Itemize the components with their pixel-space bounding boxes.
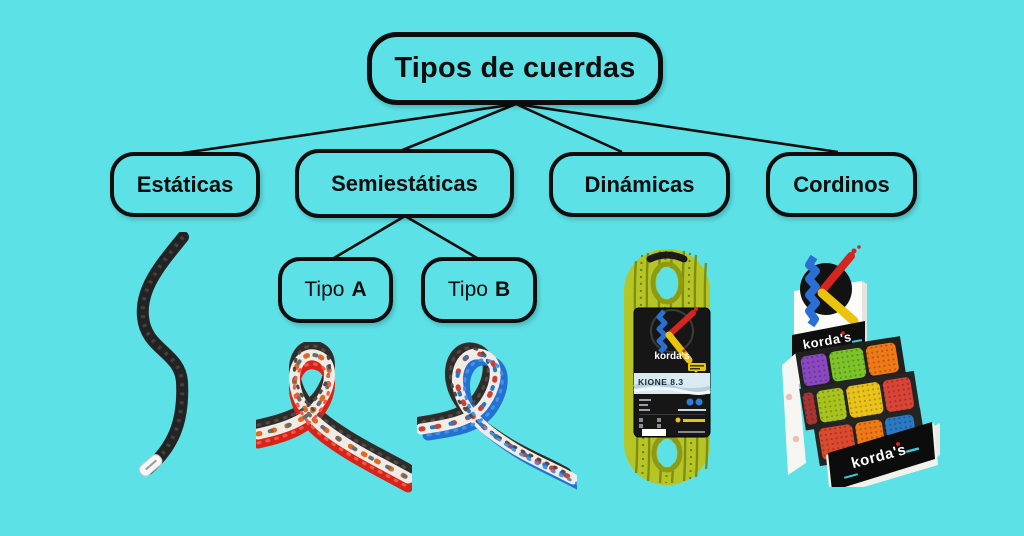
tipo-b-rope-graphic xyxy=(417,341,577,493)
tipo-b-rope-image xyxy=(417,341,577,498)
static-rope-image xyxy=(118,231,258,499)
logo-blue-scribble xyxy=(656,309,668,354)
category-label: Semiestáticas xyxy=(331,170,478,196)
subtype-prefix: Tipo xyxy=(447,278,488,301)
label-yellow-badge xyxy=(688,363,706,371)
rope-model-text: KIONE 8.3 xyxy=(638,377,684,387)
cardboard-tab-dot-2 xyxy=(792,435,800,443)
category-node-semiestaticas: Semiestáticas xyxy=(295,149,514,218)
logo-yellow-stroke xyxy=(665,331,693,364)
category-node-estaticas: Estáticas xyxy=(110,152,260,217)
logo-yellow-stroke xyxy=(817,288,859,326)
root-node-label: Tipos de cuerdas xyxy=(394,52,636,84)
static-rope-graphic xyxy=(136,231,189,477)
subtype-prefix: Tipo xyxy=(304,278,345,301)
label-icon-dot xyxy=(686,398,694,406)
line-semi-tipo-a xyxy=(333,214,406,260)
display-front-banner: korda's xyxy=(826,422,938,497)
static-rope-braid-texture xyxy=(140,235,185,471)
label-white-box xyxy=(642,429,666,436)
line-root-estaticas xyxy=(175,102,517,156)
rope-label: korda's KIONE 8.3 xyxy=(633,307,711,438)
logo-blue-scribble xyxy=(805,254,820,328)
brand-apostrophe-dot xyxy=(682,349,686,353)
line-semi-tipo-b xyxy=(404,214,478,260)
logo-red-splash xyxy=(694,307,698,311)
badge-mark xyxy=(690,365,704,367)
subtype-letter: B xyxy=(494,278,511,301)
hank-hanger-strap xyxy=(646,251,688,263)
label-yellow-text-line xyxy=(683,419,705,422)
dynamic-rope-pack-graphic: korda's KIONE 8.3 xyxy=(624,249,711,485)
connector-line-group xyxy=(175,102,839,260)
category-node-cordinos: Cordinos xyxy=(766,152,917,217)
label-icon-dot-2 xyxy=(695,398,703,406)
subtype-letter: A xyxy=(351,278,367,301)
front-banner-accent xyxy=(905,447,920,454)
badge-mark-2 xyxy=(690,368,700,370)
tipo-a-rope-graphic xyxy=(256,342,412,494)
hank-top-ring xyxy=(650,261,684,305)
logo-circle xyxy=(650,309,694,353)
subtype-node-tipo-b: Tipo B xyxy=(421,257,537,323)
front-banner-accent-2 xyxy=(843,473,859,479)
logo-red-splash-2 xyxy=(857,245,861,249)
band-wave xyxy=(633,382,711,393)
logo-red-splash xyxy=(851,248,857,254)
category-label: Estáticas xyxy=(136,171,234,197)
tipo-a-rope-image xyxy=(256,342,412,499)
dynamic-rope-pack-image: korda's KIONE 8.3 xyxy=(612,243,722,496)
label-yellow-icon xyxy=(675,417,681,423)
korda-logo xyxy=(800,245,864,335)
spool-row-middle xyxy=(799,370,921,431)
category-label: Cordinos xyxy=(793,171,890,197)
line-root-semiestaticas xyxy=(399,102,517,153)
cordino-display-graphic: korda's xyxy=(782,245,940,497)
line-root-cordinos xyxy=(515,102,839,154)
band-wave-2 xyxy=(633,387,711,395)
label-spec-grid xyxy=(639,418,661,428)
category-label: Dinámicas xyxy=(584,171,695,197)
category-node-dinamicas: Dinámicas xyxy=(549,152,730,217)
subtype-node-tipo-a: Tipo A xyxy=(278,257,393,323)
display-left-wall xyxy=(782,353,806,475)
cardboard-tab-dot xyxy=(785,393,793,401)
label-divider xyxy=(639,414,705,415)
cordino-display-image: korda's xyxy=(772,237,950,497)
hank-top-hole xyxy=(656,267,678,299)
label-bottom-line xyxy=(678,431,705,433)
front-banner-apostrophe-dot xyxy=(896,442,900,446)
label-line xyxy=(678,409,706,411)
rope-brand-text: korda's xyxy=(654,351,690,362)
top-banner-apostrophe-dot xyxy=(841,331,845,335)
rope-end-cap xyxy=(138,454,163,477)
line-root-dinamicas xyxy=(515,102,623,154)
top-banner-accent xyxy=(851,339,863,343)
hank-bottom-hole xyxy=(657,439,677,467)
logo-red-stroke xyxy=(666,310,696,338)
root-node-tipos-de-cuerdas: Tipos de cuerdas xyxy=(367,32,663,105)
label-fine-print xyxy=(639,399,651,411)
static-rope-body xyxy=(136,231,189,475)
logo-red-stroke xyxy=(818,252,855,295)
